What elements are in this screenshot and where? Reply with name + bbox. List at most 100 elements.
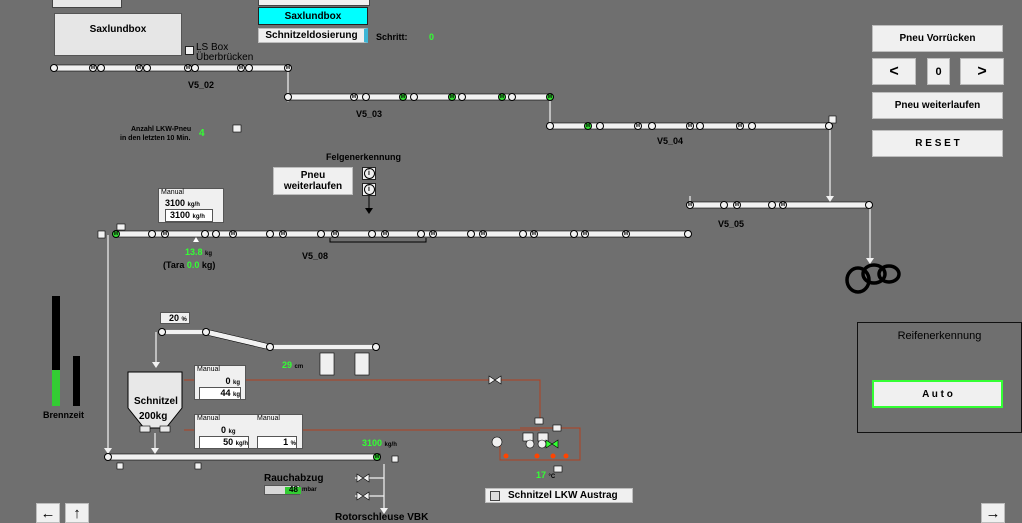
motor-icon[interactable]: M: [779, 201, 787, 209]
manual-box-1-input[interactable]: 44 kg: [199, 387, 241, 400]
next-button[interactable]: >: [960, 58, 1004, 85]
silo-icon: [127, 371, 183, 433]
roller-icon: [410, 93, 418, 101]
belt-weight-value: 13.8 kg: [185, 247, 213, 257]
roller-icon: [266, 230, 274, 238]
motor-icon[interactable]: M: [161, 230, 169, 238]
roller-icon: [508, 93, 516, 101]
reifen-auto-button[interactable]: A u t o: [872, 380, 1003, 408]
manual-box-2-input-2[interactable]: 1 %: [257, 436, 297, 449]
reifenerkennung-title: Reifenerkennung: [897, 330, 982, 342]
roller-icon: [245, 64, 253, 72]
manual-box-1: Manual 0 kg 44 kg: [194, 365, 246, 400]
manual-box-1-value-1: 0: [225, 376, 231, 386]
temperature-value: 17 °C: [536, 470, 556, 480]
lkw-austrag-checkbox[interactable]: [490, 490, 500, 501]
roller-icon: [748, 122, 756, 130]
percent-box[interactable]: 20 %: [160, 312, 190, 324]
brennzeit-bar-1: [52, 296, 60, 406]
roller-icon: [191, 64, 199, 72]
roller-icon: [458, 93, 466, 101]
motor-icon[interactable]: M: [284, 64, 292, 72]
motor-icon[interactable]: M: [530, 230, 538, 238]
motor-icon[interactable]: M: [331, 230, 339, 238]
motor-icon[interactable]: M: [429, 230, 437, 238]
felgen-info-icon-2[interactable]: i: [362, 183, 376, 196]
rauchabzug-box: 48: [264, 485, 301, 495]
ls-box-sub: Überbrücken: [196, 52, 254, 63]
lkw-count-value: 4: [199, 128, 205, 139]
motor-icon[interactable]: M: [135, 64, 143, 72]
motor-icon[interactable]: M: [350, 93, 358, 101]
rotorschleuse-label: Rotorschleuse VBK: [335, 512, 429, 523]
roller-icon: [158, 328, 166, 336]
saxlund-box[interactable]: Saxlundbox: [54, 13, 182, 56]
motor-icon[interactable]: M: [581, 230, 589, 238]
roller-icon: [143, 64, 151, 72]
ls-box-checkbox[interactable]: [185, 46, 194, 55]
motor-icon[interactable]: M: [584, 122, 592, 130]
roller-icon: [368, 230, 376, 238]
roller-icon: [212, 230, 220, 238]
motor-icon[interactable]: M: [229, 230, 237, 238]
prev-button[interactable]: <: [872, 58, 916, 85]
schnitzel-lkw-austrag-button[interactable]: Schnitzel LKW Austrag: [485, 488, 633, 503]
manual-box-2-input-1[interactable]: 50 kg/h: [199, 436, 249, 449]
counter-display: 0: [927, 58, 950, 85]
felgen-info-icon-1[interactable]: i: [362, 167, 376, 180]
felgen-pneu-weiter-button[interactable]: Pneu weiterlaufen: [273, 167, 353, 195]
pneu-weiterlaufen-button[interactable]: Pneu weiterlaufen: [872, 92, 1003, 119]
pneu-vorruecken-button[interactable]: Pneu Vorrücken: [872, 25, 1003, 52]
roller-icon: [97, 64, 105, 72]
motor-icon[interactable]: M: [686, 201, 694, 209]
level-value: 29 cm: [282, 360, 304, 370]
motor-icon[interactable]: M: [112, 230, 120, 238]
motor-icon[interactable]: M: [89, 64, 97, 72]
motor-icon[interactable]: M: [736, 122, 744, 130]
nav-up-button[interactable]: ↑: [65, 503, 89, 523]
roller-icon: [467, 230, 475, 238]
motor-icon[interactable]: M: [479, 230, 487, 238]
motor-icon[interactable]: M: [279, 230, 287, 238]
schritt-value: 0: [429, 32, 435, 42]
roller-icon: [865, 201, 873, 209]
schnitzeldosierung-button[interactable]: Schnitzeldosierung: [258, 28, 368, 43]
roller-icon: [546, 122, 554, 130]
motor-icon[interactable]: M: [373, 453, 381, 461]
lkw-austrag-label: Schnitzel LKW Austrag: [508, 490, 618, 501]
motor-icon[interactable]: M: [686, 122, 694, 130]
conveyor-v5-08-label: V5_08: [302, 251, 329, 261]
nav-right-button[interactable]: →: [981, 503, 1005, 523]
manual-feed-value-1: 3100: [165, 198, 186, 208]
brennzeit-bar-2: [73, 356, 80, 406]
felgen-button-line2: weiterlaufen: [283, 181, 343, 192]
conveyor-v5-05-label: V5_05: [718, 219, 745, 229]
motor-icon[interactable]: M: [733, 201, 741, 209]
manual-feed-unit-2: kg/h: [192, 214, 205, 220]
roller-icon: [202, 328, 210, 336]
motor-icon[interactable]: M: [381, 230, 389, 238]
motor-icon[interactable]: M: [498, 93, 506, 101]
manual-feed-unit-1: kg/h: [187, 202, 200, 208]
motor-icon[interactable]: M: [237, 64, 245, 72]
motor-icon[interactable]: M: [622, 230, 630, 238]
lkw-count-label-2: in den letzten 10 Min.: [120, 135, 191, 142]
motor-icon[interactable]: M: [448, 93, 456, 101]
motor-icon[interactable]: M: [399, 93, 407, 101]
percent-value: 20: [169, 313, 180, 323]
motor-icon[interactable]: M: [546, 93, 554, 101]
nav-left-button[interactable]: ←: [36, 503, 60, 523]
flow-value: 3100 kg/h: [362, 438, 397, 448]
tara-label: (Tara 0.0 kg): [163, 260, 216, 270]
saxlund-box-label: Saxlundbox: [89, 24, 147, 35]
motor-icon[interactable]: M: [634, 122, 642, 130]
saxlund-cyan-button[interactable]: Saxlundbox: [258, 7, 368, 25]
rauchabzug-value: 48: [289, 485, 298, 494]
brennzeit-label: Brennzeit: [43, 410, 85, 420]
manual-feed-input[interactable]: 3100 kg/h: [165, 209, 213, 222]
reset-button[interactable]: R E S E T: [872, 130, 1003, 157]
conveyor-v5-04-label: V5_04: [657, 136, 684, 146]
roller-icon: [362, 93, 370, 101]
conveyor-v5-03-label: V5_03: [356, 109, 383, 119]
